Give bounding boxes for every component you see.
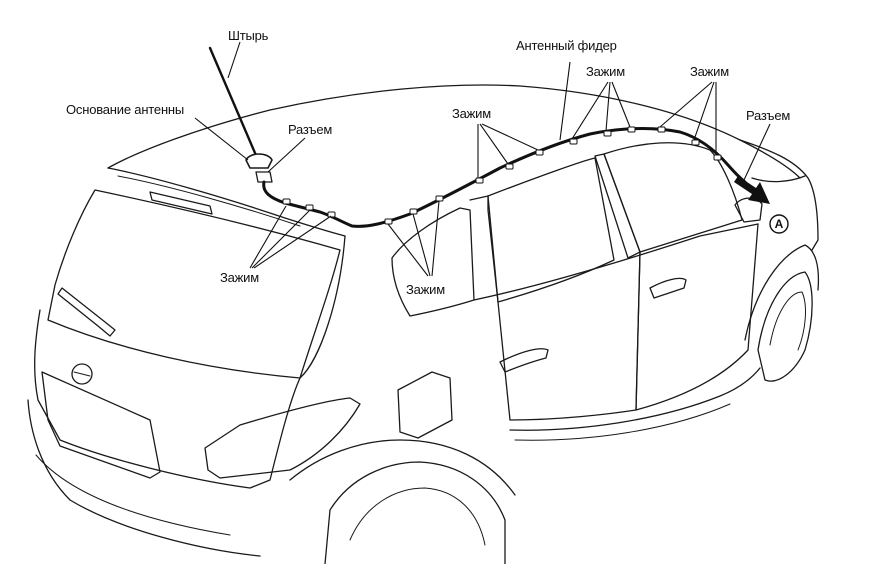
stop-lamp: [149, 191, 213, 215]
label-clamp-roof-2: Зажим: [586, 64, 625, 79]
rear-window: [47, 189, 341, 379]
label-rear-connector: Разъем: [288, 122, 332, 137]
clip: [535, 149, 544, 156]
clip: [384, 218, 393, 225]
b-pillar: [594, 153, 641, 259]
callout-labels: Штырь Основание антенны Разъем Антенный …: [66, 28, 791, 297]
front-fender: [739, 139, 819, 251]
fuel-door: [397, 371, 453, 439]
marker-a-circle: [769, 214, 789, 234]
belt-line: [473, 223, 759, 301]
clip: [569, 138, 578, 145]
marker-a: A: [775, 217, 784, 231]
clip: [327, 211, 336, 218]
clip: [603, 130, 612, 137]
rear-door-handle: [499, 348, 549, 373]
clip: [282, 198, 291, 205]
clip: [627, 126, 636, 133]
leader-lines: [194, 41, 771, 277]
clip: [657, 126, 666, 133]
arrow-to-connector-icon: [734, 176, 770, 204]
label-clamp-side: Зажим: [406, 282, 445, 297]
clip: [409, 208, 418, 215]
label-feeder: Антенный фидер: [516, 38, 617, 53]
rear-door: [469, 195, 641, 421]
front-door: [635, 223, 759, 411]
hood-edge: [751, 175, 806, 183]
clip: [475, 177, 484, 184]
emblem: [71, 363, 93, 385]
rear-door-window: [487, 157, 615, 303]
tailgate: [34, 309, 301, 489]
rear-spoiler: [107, 167, 346, 237]
front-door-window: [603, 142, 743, 253]
label-clamp-rear: Зажим: [220, 270, 259, 285]
rear-wheel: [324, 461, 506, 564]
label-clamp-roof-1: Зажим: [452, 106, 491, 121]
rear-wiper: [57, 287, 116, 337]
clip: [435, 195, 444, 202]
clip: [305, 204, 314, 211]
rear-wheel-arch: [289, 439, 516, 496]
label-front-connector: Разъем: [746, 108, 790, 123]
label-rod: Штырь: [228, 28, 269, 43]
rear-connector: [255, 171, 273, 183]
license-plate-recess: [41, 371, 161, 479]
rocker-panel: [509, 367, 761, 431]
car-body: [27, 84, 820, 564]
front-wheel-arch: [744, 244, 820, 341]
clip: [713, 154, 722, 161]
antenna-base: [245, 153, 273, 169]
label-clamp-roof-3: Зажим: [690, 64, 729, 79]
rear-bumper: [27, 399, 261, 557]
clip: [691, 139, 700, 146]
clip: [505, 163, 514, 170]
tail-lamp: [204, 397, 361, 479]
front-wheel: [757, 271, 813, 382]
front-door-handle: [649, 277, 687, 299]
feeder-clips: [282, 126, 722, 225]
label-antenna-base: Основание антенны: [66, 102, 184, 117]
c-pillar: [299, 235, 346, 379]
antenna-assembly: [208, 46, 770, 228]
antenna-rod: [208, 46, 260, 162]
